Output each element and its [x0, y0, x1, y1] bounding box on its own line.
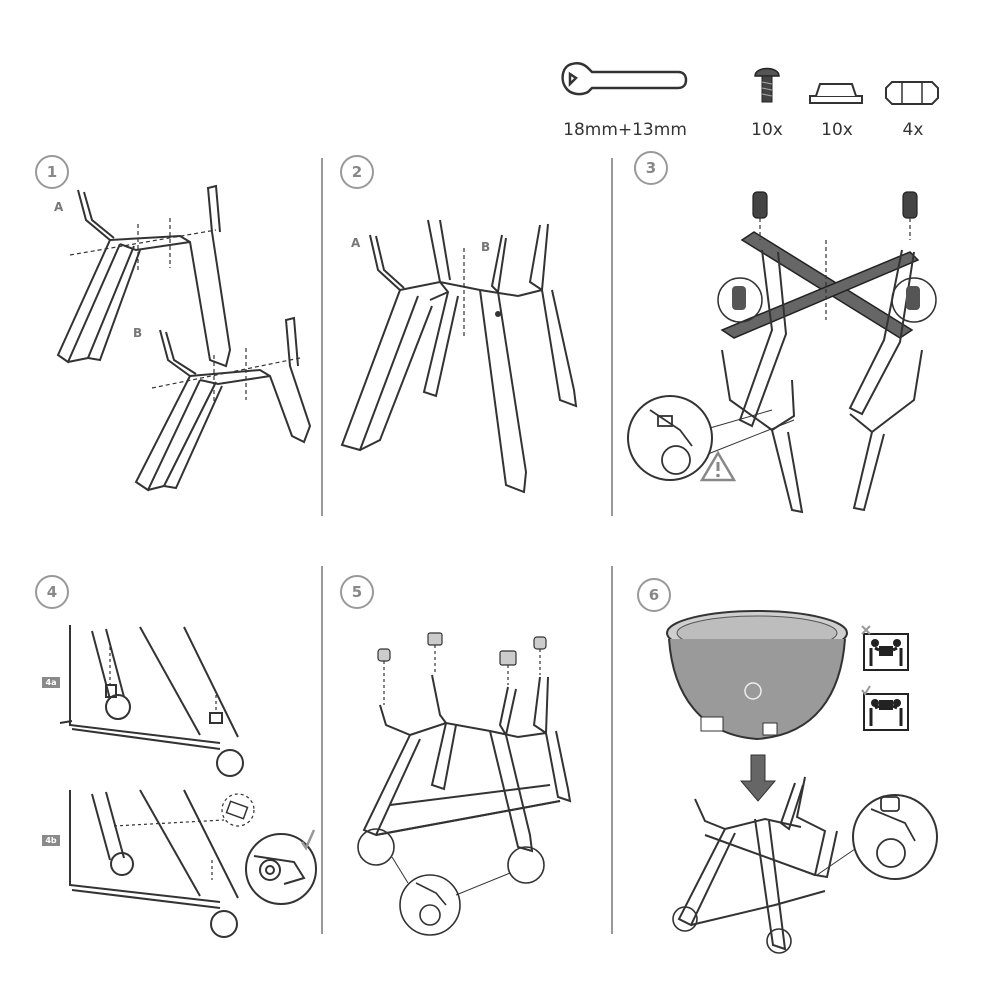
- caster-magnifier-bottom: [399, 874, 461, 936]
- magnifier-lock-caster: [245, 833, 317, 905]
- nut-qty: 4x: [902, 120, 924, 140]
- lift-correct-icon: [861, 685, 909, 731]
- leg-cap-3: [499, 650, 517, 666]
- frame-a-left-leg: [56, 189, 121, 364]
- warning-icon: [699, 450, 737, 482]
- step-1-label-a: A: [54, 200, 64, 214]
- step-2-illustration: [340, 219, 578, 494]
- step-1-number: 1: [35, 155, 69, 189]
- step-3-illustration: [627, 191, 937, 514]
- nut-icon: [885, 81, 939, 105]
- step-4b-illustration: [69, 789, 255, 938]
- step-4a-illustration: [59, 625, 244, 777]
- bolt-qty: 10x: [751, 120, 783, 140]
- wrench-size-label: 18mm+13mm: [563, 120, 687, 140]
- step-3-number: 3: [634, 151, 668, 185]
- step-5-illustration: [357, 632, 572, 936]
- step-4b-label: 4b: [42, 835, 60, 846]
- caster-magnifier-left: [357, 828, 395, 866]
- step-2-label-a: A: [351, 236, 361, 250]
- magnifier-caster: [627, 395, 713, 481]
- divider-5-6: [611, 566, 613, 934]
- leg-front-left: [340, 234, 419, 452]
- step-4-number: 4: [35, 575, 69, 609]
- lift-wrong-icon: [861, 625, 909, 671]
- down-arrow: [739, 754, 777, 802]
- step-1-label-b: B: [133, 326, 143, 340]
- grill-body: [666, 610, 848, 741]
- wrench-icon: [561, 61, 688, 96]
- bolt-icon: [754, 67, 780, 103]
- leg-cap-1: [377, 648, 391, 662]
- step-2-number: 2: [340, 155, 374, 189]
- cross-bar-1: [740, 231, 914, 339]
- step-4a-label: 4a: [42, 677, 60, 688]
- leg-cap-2: [427, 632, 443, 646]
- step-2-label-b: B: [481, 240, 491, 254]
- frame-b: [134, 329, 201, 492]
- check-mark-icon: [300, 829, 316, 851]
- step-6-caster-magnifier: [852, 794, 938, 880]
- step-6-illustration: [666, 610, 938, 954]
- caster-magnifier-right: [507, 846, 545, 884]
- divider-1-2: [321, 158, 323, 516]
- magnifier-top-right: [891, 277, 937, 323]
- divider-2-3: [611, 158, 613, 516]
- step-6-number: 6: [637, 578, 671, 612]
- leg-front-right: [479, 289, 528, 494]
- magnifier-top-left: [717, 277, 763, 323]
- washer-icon: [809, 83, 863, 104]
- step-1-illustration: [56, 184, 312, 492]
- step-5-number: 5: [340, 575, 374, 609]
- leg-cap-4: [533, 636, 547, 650]
- divider-4-5: [321, 566, 323, 934]
- washer-qty: 10x: [821, 120, 853, 140]
